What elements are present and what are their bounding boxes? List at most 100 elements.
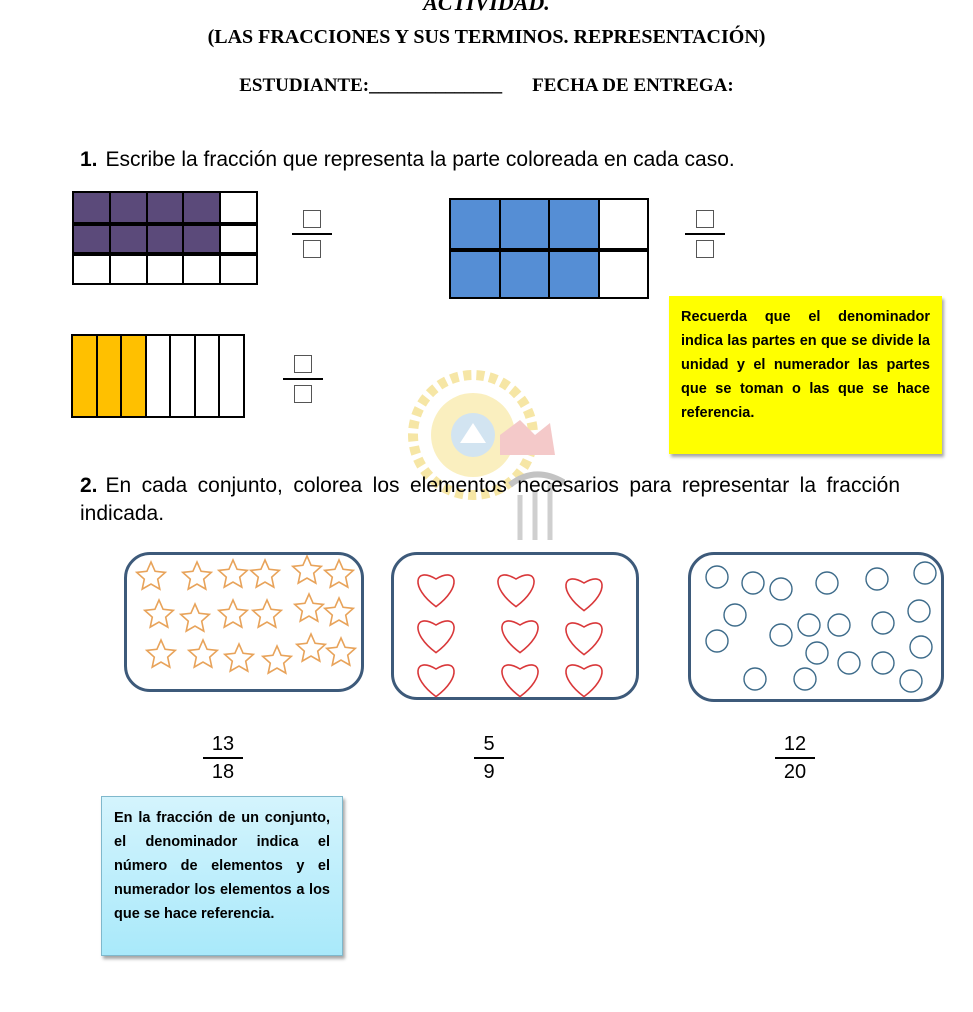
cell-shaded: [183, 192, 221, 223]
circle-icon[interactable]: [907, 599, 931, 623]
star-icon[interactable]: [144, 638, 178, 669]
denominator-box[interactable]: [294, 385, 312, 403]
fraction-numerator: 13: [211, 733, 235, 755]
cell-empty: [109, 253, 147, 284]
star-icon[interactable]: [186, 638, 220, 669]
answer-fraction-3[interactable]: [283, 355, 323, 403]
cell-empty: [220, 253, 257, 284]
star-icon[interactable]: [222, 642, 256, 673]
circle-icon[interactable]: [865, 567, 889, 591]
fraction-denominator: 20: [783, 761, 807, 783]
student-label: ESTUDIANTE:______________: [239, 75, 503, 96]
circle-icon[interactable]: [769, 577, 793, 601]
cell-shaded: [109, 222, 147, 254]
circle-icon[interactable]: [837, 651, 861, 675]
cell-empty: [194, 335, 220, 417]
circle-icon[interactable]: [793, 667, 817, 691]
cell-empty: [598, 248, 648, 298]
circle-icon[interactable]: [705, 629, 729, 653]
cell-shaded: [450, 199, 500, 249]
reminder-note-yellow: Recuerda que el denominador indica las p…: [669, 296, 942, 454]
cell-empty: [220, 192, 257, 223]
star-icon[interactable]: [180, 560, 214, 591]
circle-icon[interactable]: [871, 611, 895, 635]
cell-shaded: [499, 248, 549, 298]
circle-icon[interactable]: [913, 561, 937, 585]
star-set: [124, 552, 364, 692]
star-icon[interactable]: [178, 602, 212, 633]
circle-icon[interactable]: [769, 623, 793, 647]
fraction-denominator: 9: [483, 761, 495, 783]
cell-shaded: [450, 248, 500, 298]
star-icon[interactable]: [290, 555, 324, 585]
question-2-number: 2.: [80, 474, 98, 497]
question-2-text: En cada conjunto, colorea los elementos …: [80, 474, 900, 525]
heart-set: [391, 552, 639, 700]
circle-icon[interactable]: [805, 641, 829, 665]
cell-empty: [183, 253, 221, 284]
heart-icon[interactable]: [417, 664, 455, 698]
heart-icon[interactable]: [565, 664, 603, 698]
cell-shaded: [549, 199, 599, 249]
numerator-box[interactable]: [303, 210, 321, 228]
star-icon[interactable]: [248, 558, 282, 589]
circle-icon[interactable]: [871, 651, 895, 675]
answer-fraction-2[interactable]: [685, 210, 725, 258]
cell-shaded: [72, 335, 97, 417]
star-icon[interactable]: [142, 598, 176, 629]
fraction-figure-purple: [72, 191, 258, 285]
cell-shaded: [121, 335, 146, 417]
circles-canvas[interactable]: [691, 555, 947, 705]
star-icon[interactable]: [294, 632, 328, 663]
circle-icon[interactable]: [705, 565, 729, 589]
cell-empty: [146, 253, 184, 284]
circle-icon[interactable]: [743, 667, 767, 691]
heart-icon[interactable]: [417, 574, 455, 608]
heart-icon[interactable]: [417, 620, 455, 654]
fraction-denominator: 18: [211, 761, 235, 783]
denominator-box[interactable]: [303, 240, 321, 258]
denominator-box[interactable]: [696, 240, 714, 258]
star-icon[interactable]: [134, 560, 168, 591]
heart-icon[interactable]: [501, 620, 539, 654]
activity-subtitle: (LAS FRACCIONES Y SUS TERMINOS. REPRESEN…: [207, 26, 766, 48]
circle-icon[interactable]: [741, 571, 765, 595]
star-icon[interactable]: [250, 598, 284, 629]
heart-icon[interactable]: [565, 578, 603, 612]
numerator-box[interactable]: [294, 355, 312, 373]
heart-icon[interactable]: [565, 622, 603, 656]
cell-shaded: [109, 192, 147, 223]
star-icon[interactable]: [322, 558, 356, 589]
circle-icon[interactable]: [827, 613, 851, 637]
circle-icon[interactable]: [723, 603, 747, 627]
cell-shaded: [73, 192, 110, 223]
circle-icon[interactable]: [899, 669, 923, 693]
cell-shaded: [183, 222, 221, 254]
answer-fraction-1[interactable]: [292, 210, 332, 258]
numerator-box[interactable]: [696, 210, 714, 228]
circle-icon[interactable]: [909, 635, 933, 659]
question-1: 1.Escribe la fracción que representa la …: [80, 146, 735, 174]
circle-icon[interactable]: [797, 613, 821, 637]
heart-icon[interactable]: [497, 574, 535, 608]
date-label: FECHA DE ENTREGA:: [532, 75, 734, 96]
star-icon[interactable]: [322, 596, 356, 627]
fraction-figure-yellow: [71, 334, 245, 418]
hearts-canvas[interactable]: [394, 555, 642, 703]
star-icon[interactable]: [324, 636, 358, 667]
activity-title: ACTIVIDAD.: [423, 0, 550, 15]
question-1-text: Escribe la fracción que representa la pa…: [105, 148, 735, 171]
fraction-figure-blue: [449, 198, 649, 299]
heart-icon[interactable]: [501, 664, 539, 698]
stars-canvas[interactable]: [127, 555, 367, 695]
star-icon[interactable]: [260, 644, 294, 675]
circle-icon[interactable]: [815, 571, 839, 595]
student-info-line: ESTUDIANTE:______________ FECHA DE ENTREG…: [0, 75, 973, 97]
star-icon[interactable]: [216, 558, 250, 589]
star-icon[interactable]: [216, 598, 250, 629]
cell-empty: [220, 222, 257, 254]
star-icon[interactable]: [292, 592, 326, 623]
